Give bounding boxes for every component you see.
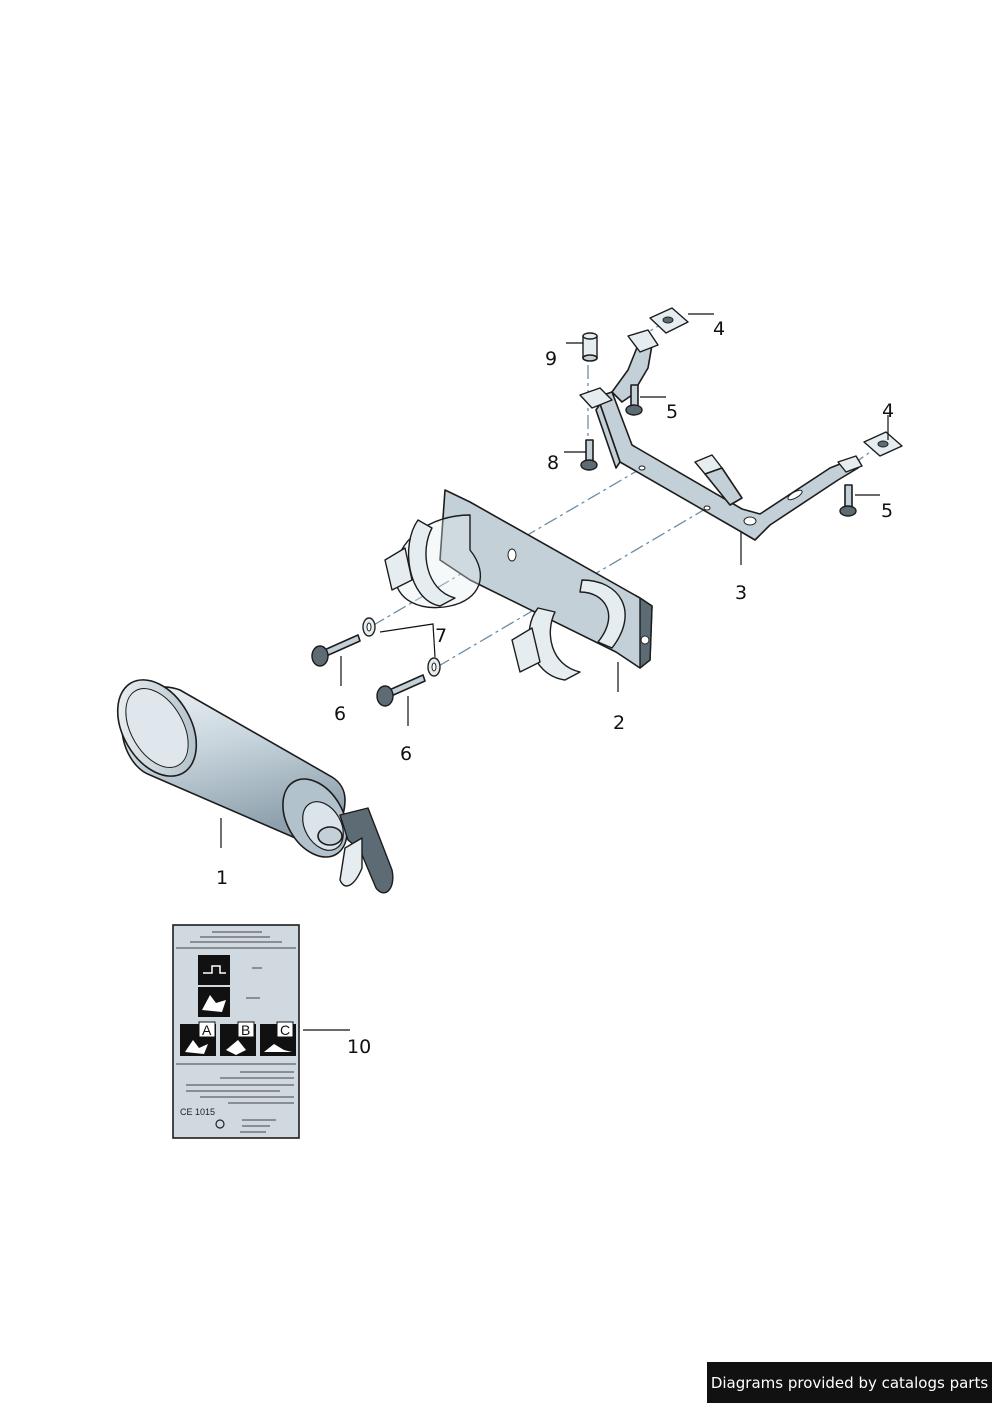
callout-4a: 4 — [713, 318, 725, 340]
fire-class-a: A — [202, 1022, 212, 1038]
leader-lines — [220, 313, 889, 1031]
callout-labels: 1 2 3 4 4 5 5 6 6 7 8 9 10 — [216, 318, 894, 1058]
attribution-banner: Diagrams provided by catalogs parts — [707, 1362, 992, 1403]
clip-nut-part — [649, 307, 903, 457]
callout-8: 8 — [547, 452, 559, 474]
callout-5a: 5 — [666, 401, 678, 423]
attribution-text: Diagrams provided by catalogs parts — [710, 1373, 989, 1392]
callout-4b: 4 — [882, 400, 894, 422]
callout-9: 9 — [545, 348, 557, 370]
instruction-label-part: A B C CE 1015 — [172, 924, 300, 1139]
callout-5b: 5 — [881, 500, 893, 522]
fire-extinguisher-part — [116, 679, 394, 894]
label-cert-text: CE 1015 — [180, 1107, 215, 1117]
callout-6a: 6 — [334, 703, 346, 725]
upper-bracket-part — [579, 329, 863, 541]
hex-bolt-part — [311, 634, 426, 707]
callout-7: 7 — [435, 625, 447, 647]
fire-class-b: B — [241, 1022, 250, 1038]
callout-2: 2 — [613, 712, 625, 734]
callout-1: 1 — [216, 867, 228, 889]
callout-3: 3 — [735, 582, 747, 604]
extinguisher-holder-part — [384, 489, 653, 681]
spacer-part — [582, 332, 598, 362]
screw-part — [580, 439, 598, 471]
callout-10: 10 — [347, 1036, 371, 1058]
callout-6b: 6 — [400, 743, 412, 765]
fire-class-c: C — [280, 1022, 290, 1038]
bolt-part — [625, 384, 857, 517]
washer-part — [362, 617, 441, 677]
